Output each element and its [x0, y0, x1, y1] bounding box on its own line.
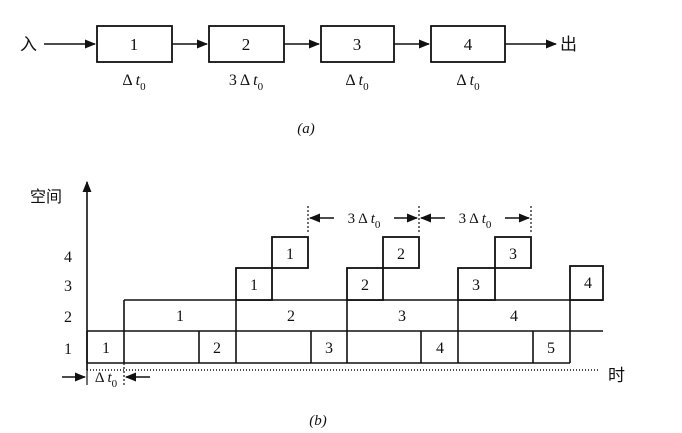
- y-level-2: 2: [64, 309, 72, 326]
- stage-1-label: 1: [130, 35, 139, 54]
- y-level-1: 1: [64, 341, 72, 358]
- task-label: 2: [361, 277, 369, 294]
- task-label: 3: [509, 246, 517, 263]
- task-label: 5: [547, 340, 555, 357]
- caption-b: (b): [309, 413, 327, 429]
- task-label: 3: [472, 277, 480, 294]
- task-label: 2: [287, 308, 295, 325]
- y-level-4: 4: [64, 249, 72, 266]
- task-label: 2: [213, 340, 221, 357]
- task-label: 1: [286, 246, 294, 263]
- output-label: 出: [560, 35, 577, 55]
- stage-4-label: 4: [464, 35, 473, 54]
- level-4-row: 1 2 3: [271, 236, 532, 269]
- stage-3-label: 3: [353, 35, 362, 54]
- task-label: 1: [176, 308, 184, 325]
- task-label: 2: [397, 246, 405, 263]
- caption-a: (a): [297, 121, 315, 137]
- x-axis-label: 时: [608, 366, 625, 386]
- space-time-diagram: 空间 时 1 2 3 4 1 2 3 4 5: [30, 180, 625, 429]
- stage-3-box: [320, 25, 395, 63]
- task-label: 1: [102, 340, 110, 357]
- task-label: 1: [250, 277, 258, 294]
- stage-4-box: [430, 25, 506, 63]
- stage-2-label: 2: [242, 35, 251, 54]
- input-label: 入: [20, 35, 37, 55]
- task-label: 3: [325, 340, 333, 357]
- level-2-row: 1 2 3 4: [123, 299, 603, 331]
- task-label: 4: [584, 275, 592, 292]
- y-axis-label: 空间: [30, 187, 62, 206]
- task-label: 3: [398, 308, 406, 325]
- y-level-3: 3: [64, 278, 72, 295]
- task-label: 4: [436, 340, 444, 357]
- level-1-row: 1 2 3 4 5: [86, 330, 603, 364]
- level-3-row: 1 2 3 4: [235, 265, 604, 301]
- task-label: 4: [510, 308, 518, 325]
